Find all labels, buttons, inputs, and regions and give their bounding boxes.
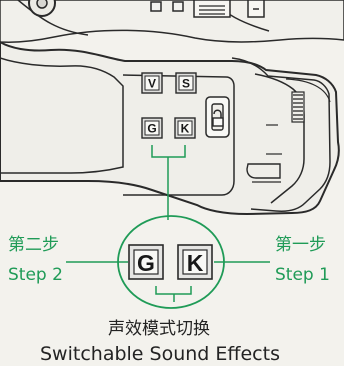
key-s-label: S xyxy=(182,77,190,91)
step-2-english-label: Step 2 xyxy=(8,265,63,285)
body-left-panel xyxy=(0,57,124,174)
key-v-label: V xyxy=(148,77,156,91)
top-slider-housing xyxy=(193,0,231,18)
small-key-group: V S G K xyxy=(141,72,197,139)
key-g[interactable]: G xyxy=(141,117,163,139)
device-top-area xyxy=(0,0,344,43)
grille-lines xyxy=(293,94,303,120)
step-1-english-label: Step 1 xyxy=(275,265,330,285)
lock-switch xyxy=(205,96,230,138)
step-2-chinese-label: 第二步 xyxy=(8,235,59,255)
body-right-panel xyxy=(231,57,331,212)
step-1-chinese-label: 第一步 xyxy=(275,235,326,255)
large-key-k[interactable]: K xyxy=(177,244,213,280)
top-port-1 xyxy=(150,1,162,12)
large-key-group: G K xyxy=(128,244,213,280)
top-slider-grooves xyxy=(199,5,225,15)
key-g-label: G xyxy=(147,122,156,136)
key-k-label: K xyxy=(181,122,190,136)
key-v[interactable]: V xyxy=(141,72,163,94)
body-top-right-detail xyxy=(285,78,331,103)
device-body xyxy=(0,40,340,216)
zoom-circle xyxy=(117,215,225,309)
key-s[interactable]: S xyxy=(175,72,197,94)
body-lower-button xyxy=(246,163,281,179)
key-k[interactable]: K xyxy=(174,117,196,139)
speaker-grille xyxy=(266,91,305,155)
lock-icon xyxy=(212,109,224,127)
body-center-panel xyxy=(122,74,235,196)
top-curve-left xyxy=(17,0,89,36)
large-key-g-label: G xyxy=(137,250,155,276)
highlight-connectors xyxy=(66,145,270,309)
top-port-2 xyxy=(172,1,184,12)
top-knob-left-center xyxy=(36,0,48,9)
sound-effects-title-english: Switchable Sound Effects xyxy=(40,343,280,365)
large-key-g[interactable]: G xyxy=(128,244,164,280)
large-key-k-label: K xyxy=(187,250,204,276)
sound-effects-title-chinese: 声效模式切换 xyxy=(108,319,210,339)
